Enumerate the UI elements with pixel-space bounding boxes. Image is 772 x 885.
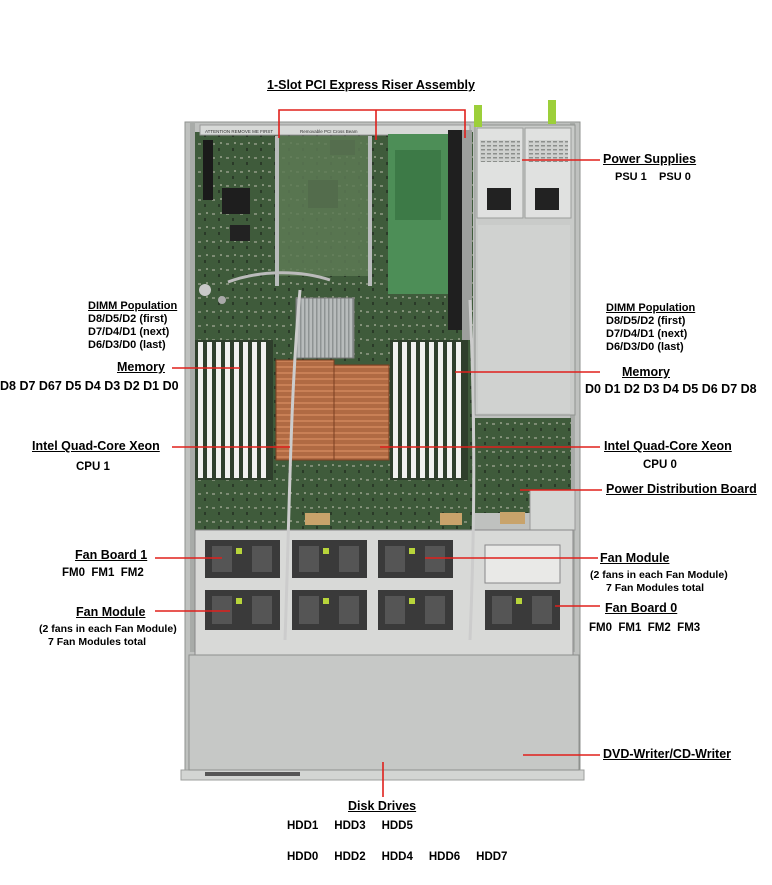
pci-riser (275, 130, 472, 340)
dvd-label: DVD-Writer/CD-Writer (603, 747, 732, 761)
hdd-top-row: HDD1 HDD3 HDD5 (287, 820, 413, 832)
dimm-population-left-line1: D8/D5/D2 (first) (88, 313, 168, 325)
fan-module-right-title: Fan Module (600, 551, 670, 565)
dimm-population-right-line2: D7/D4/D1 (next) (606, 328, 688, 340)
cpu1-id: CPU 1 (76, 461, 110, 473)
pci-beam-label: Removable PCI Cross Beam (300, 129, 358, 134)
fan-board-0-label: Fan Board 0 (605, 601, 678, 615)
fan-board-1-label: Fan Board 1 (75, 548, 148, 562)
fan-area (194, 529, 574, 656)
leader-lines (155, 109, 602, 797)
fan-module-right-line2: 7 Fan Modules total (606, 582, 705, 594)
heat-sinks (275, 297, 390, 461)
dimm-population-right-line3: D6/D3/D0 (last) (606, 341, 684, 353)
cpu1-title: Intel Quad-Core Xeon (32, 439, 160, 453)
dimm-population-right-title: DIMM Population (606, 302, 696, 314)
dimm-population-left-line2: D7/D4/D1 (next) (88, 326, 170, 338)
dimm-bank-right (390, 340, 468, 480)
disk-drives-label: Disk Drives (348, 799, 417, 813)
fan-module-left-line2: 7 Fan Modules total (48, 636, 147, 648)
dimm-bank-left (195, 340, 273, 480)
riser-label: 1-Slot PCI Express Riser Assembly (267, 78, 475, 92)
hdd-bottom-row: HDD0 HDD2 HDD4 HDD6 HDD7 (287, 851, 508, 863)
psu-ids: PSU 1 PSU 0 (615, 171, 691, 183)
fan-board-1-ids: FM0 FM1 FM2 (62, 567, 144, 579)
fan-module-left-line1: (2 fans in each Fan Module) (39, 623, 177, 635)
fan-board-0-ids: FM0 FM1 FM2 FM3 (589, 622, 701, 634)
pdb-label: Power Distribution Board (606, 482, 757, 496)
pdb-bracket (305, 489, 576, 531)
disk-cover (188, 654, 580, 776)
power-supplies (474, 100, 576, 416)
fan-module-left-title: Fan Module (76, 605, 146, 619)
memory-right-label: Memory (622, 365, 670, 379)
dimm-population-right-line1: D8/D5/D2 (first) (606, 315, 686, 327)
dimm-population-left-title: DIMM Population (88, 300, 178, 312)
memory-right-slots: D0 D1 D2 D3 D4 D5 D6 D7 D8 (585, 382, 757, 396)
attention-label: ATTENTION REMOVE ME FIRST (205, 129, 273, 134)
power-supplies-label: Power Supplies (603, 152, 697, 166)
cpu0-title: Intel Quad-Core Xeon (604, 439, 732, 453)
dimm-population-left-line3: D6/D3/D0 (last) (88, 339, 166, 351)
memory-left-slots: D8 D7 D67 D5 D4 D3 D2 D1 D0 (0, 379, 179, 393)
cpu0-id: CPU 0 (643, 459, 677, 471)
memory-left-label: Memory (117, 360, 165, 374)
fan-module-right-line1: (2 fans in each Fan Module) (590, 569, 728, 581)
cables (227, 271, 476, 641)
